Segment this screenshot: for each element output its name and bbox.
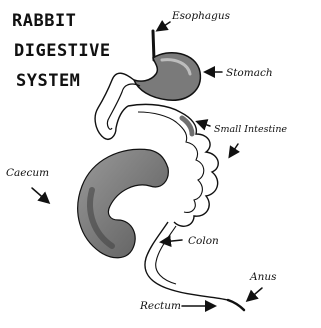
colon: [145, 222, 228, 300]
label-anus: Anus: [249, 271, 277, 283]
title-line-1: RABBIT: [12, 11, 76, 31]
esophagus-tube: [153, 31, 154, 60]
rectum-tail: [228, 300, 244, 310]
label-caecum: Caecum: [6, 167, 49, 179]
label-stomach: Stomach: [226, 67, 273, 79]
duodenum-outline: [107, 84, 140, 129]
label-rectum: Rectum: [139, 300, 181, 312]
arrow-small-intestine: [198, 122, 210, 126]
label-small-intestine: Small Intestine: [214, 124, 287, 135]
label-esophagus: Esophagus: [171, 10, 231, 22]
diagram-title: RABBIT DIGESTIVE SYSTEM: [12, 11, 111, 91]
title-line-3: SYSTEM: [16, 71, 80, 91]
title-line-2: DIGESTIVE: [14, 41, 111, 61]
arrow-caecum: [32, 188, 48, 202]
label-colon: Colon: [188, 235, 219, 247]
arrow-colon: [162, 240, 182, 242]
arrow-small-intestine-down: [230, 144, 238, 156]
small-intestine-dark-segment: [182, 118, 192, 134]
arrow-anus: [248, 288, 262, 300]
arrow-esophagus: [158, 22, 170, 30]
